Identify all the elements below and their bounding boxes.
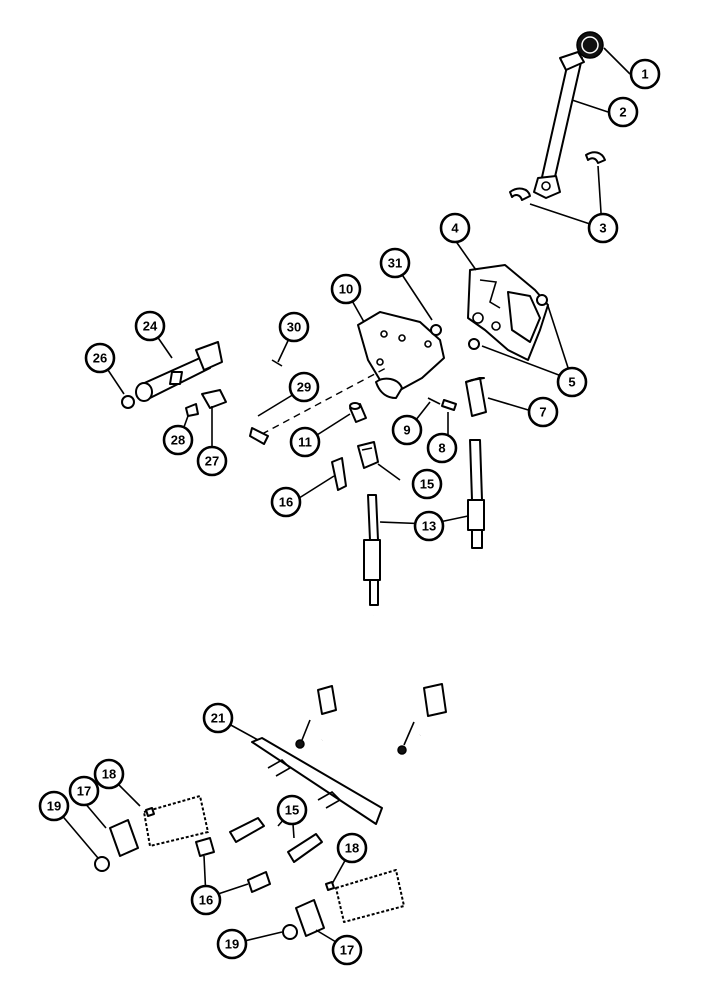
- callout-label: 5: [568, 375, 575, 390]
- callout-label: 10: [339, 282, 353, 297]
- callout-3: 3: [587, 212, 619, 244]
- callout-label: 29: [297, 380, 311, 395]
- callout-26: 26: [84, 342, 116, 374]
- callout-label: 18: [102, 767, 116, 782]
- callout-label: 2: [619, 105, 626, 120]
- callout-label: 3: [599, 221, 606, 236]
- clip-28: [185, 403, 199, 417]
- callout-label: 17: [340, 943, 354, 958]
- callout-label: 31: [388, 256, 402, 271]
- pin-spring: [427, 397, 457, 411]
- nut-26: [121, 395, 135, 409]
- callout-15-upper: 15: [411, 468, 443, 500]
- bracket-plate: [357, 311, 445, 399]
- callout-label: 27: [205, 454, 219, 469]
- callout-10: 10: [330, 273, 362, 305]
- nut-31: [430, 324, 442, 336]
- callout-label: 16: [199, 893, 213, 908]
- callout-label: 7: [539, 405, 546, 420]
- callout-label: 4: [451, 221, 459, 236]
- clip-upper: [331, 457, 347, 491]
- callout-label: 24: [143, 319, 158, 334]
- callout-18-left: 18: [93, 758, 125, 790]
- bushing: [349, 402, 367, 423]
- callout-17-left: 17: [68, 775, 100, 807]
- callout-16-lower: 16: [190, 884, 222, 916]
- callout-label: 19: [47, 799, 61, 814]
- callout-18-right: 18: [336, 832, 368, 864]
- callout-label: 15: [420, 477, 434, 492]
- callout-21: 21: [202, 702, 234, 734]
- callout-label: 21: [211, 711, 225, 726]
- callout-label: 19: [225, 937, 239, 952]
- callout-27: 27: [196, 445, 228, 477]
- callout-label: 13: [422, 519, 436, 534]
- clip-parts: [509, 151, 606, 201]
- callout-label: 26: [93, 351, 107, 366]
- alignment-line: [261, 367, 387, 435]
- callout-label: 17: [77, 784, 91, 799]
- bracket-27: [201, 389, 227, 409]
- callout-5: 5: [556, 366, 588, 398]
- callout-1: 1: [629, 58, 661, 90]
- clip-lower-a: [195, 837, 215, 857]
- callout-label: 30: [287, 320, 301, 335]
- callout-17-right: 17: [331, 934, 363, 966]
- callout-31: 31: [379, 247, 411, 279]
- callout-29: 29: [288, 371, 320, 403]
- mounting-plate: [251, 737, 383, 825]
- clevis-lower: [229, 817, 323, 863]
- shift-gate-plate: [467, 264, 549, 361]
- callout-13: 13: [413, 510, 445, 542]
- callout-7: 7: [527, 396, 559, 428]
- clevis-upper: [357, 441, 379, 469]
- callout-label: 9: [403, 423, 410, 438]
- callout-4: 4: [439, 212, 471, 244]
- callout-label: 1: [641, 67, 648, 82]
- callout-30: 30: [278, 311, 310, 343]
- callout-28: 28: [162, 424, 194, 456]
- callout-19-right: 19: [216, 928, 248, 960]
- callout-16-upper: 16: [270, 486, 302, 518]
- shaft-assembly: [135, 341, 223, 402]
- callout-2: 2: [607, 96, 639, 128]
- callout-15-lower: 15: [276, 794, 308, 826]
- lever-assembly: [533, 31, 604, 199]
- callout-11: 11: [289, 426, 321, 458]
- clip-lower-b: [247, 871, 271, 893]
- callout-label: 15: [285, 803, 299, 818]
- callout-24: 24: [134, 310, 166, 342]
- arm-left: [94, 795, 209, 872]
- callout-label: 18: [345, 841, 359, 856]
- callout-label: 28: [171, 433, 185, 448]
- callout-label: 8: [438, 441, 445, 456]
- callout-8: 8: [426, 432, 458, 464]
- pin-30: [271, 359, 283, 367]
- pin-29: [249, 427, 269, 445]
- callout-label: 11: [298, 435, 312, 450]
- arm-right: [282, 869, 405, 940]
- callout-label: 16: [279, 495, 293, 510]
- cable-right: [397, 439, 485, 755]
- block-part: [465, 377, 487, 417]
- callout-9: 9: [391, 414, 423, 446]
- callout-19-left: 19: [38, 790, 70, 822]
- cable-left: [295, 494, 381, 749]
